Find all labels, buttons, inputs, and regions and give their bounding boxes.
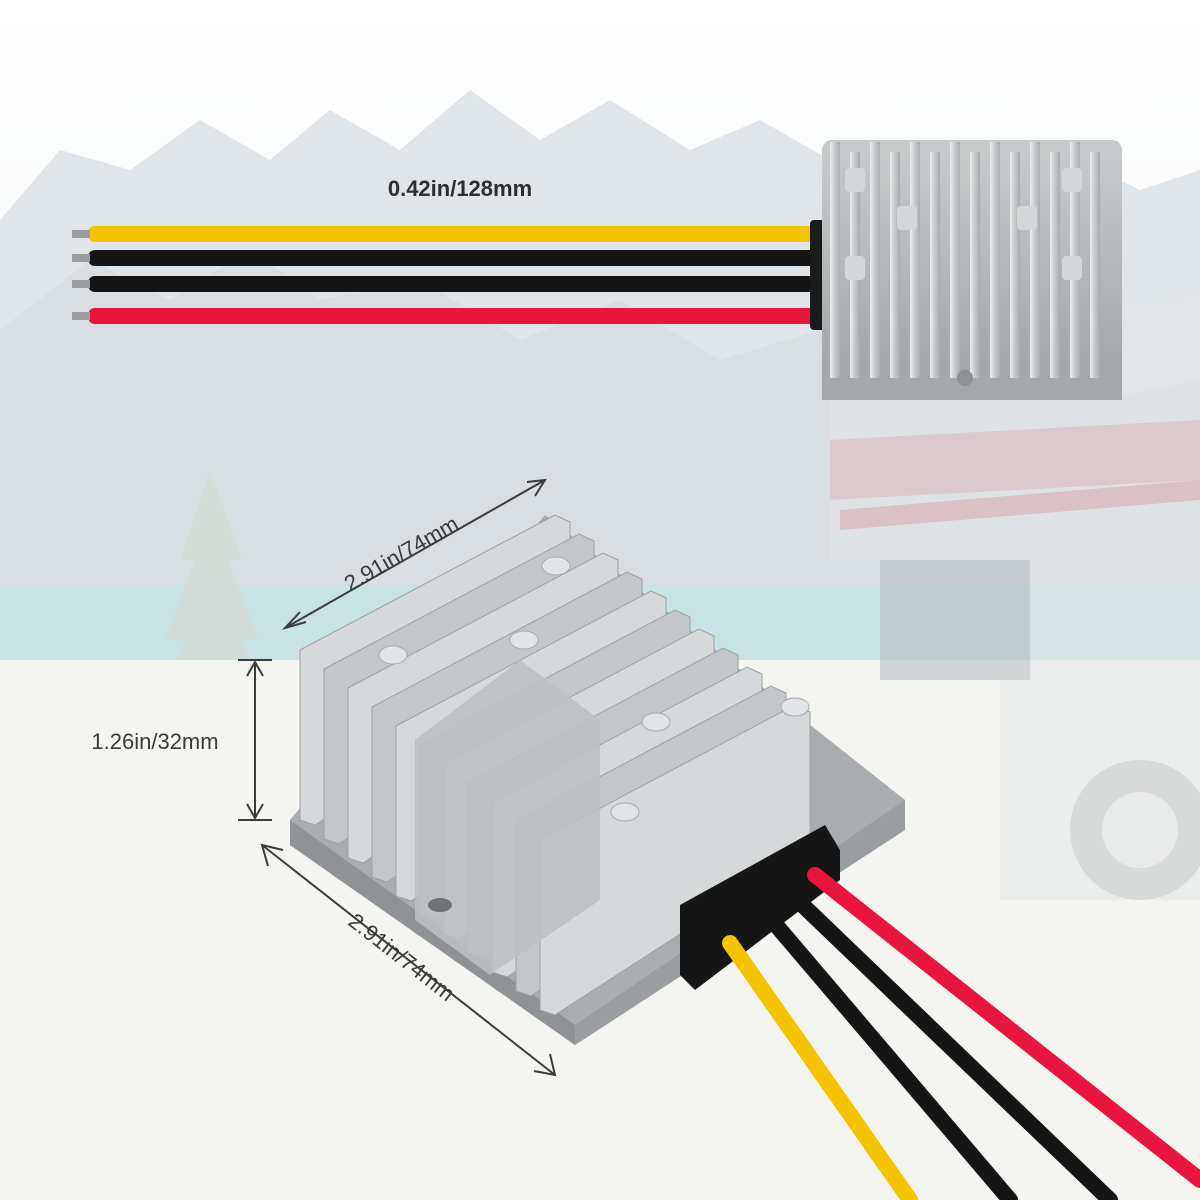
heatsink-fin: [970, 152, 980, 378]
wire-yellow: [88, 226, 818, 242]
screw-post: [780, 697, 810, 717]
wire-length-label: 0.42in/128mm: [388, 176, 532, 201]
dimension-annotations: [238, 478, 557, 1077]
heatsink-fin: [910, 142, 920, 378]
wire-yellow-iso: [722, 935, 918, 1200]
heatsink-fin: [870, 142, 880, 378]
pine-tree: [155, 470, 270, 700]
converter-housing-top: [822, 140, 1122, 400]
wire-bundle-top: [72, 226, 818, 324]
heatsink-fin: [830, 142, 840, 378]
wire-black: [88, 250, 818, 266]
top-view: [72, 140, 1122, 400]
heatsink-fin: [990, 142, 1000, 378]
screw-post: [1062, 168, 1082, 192]
heatsink-fin: [1010, 152, 1020, 378]
screw-post: [610, 802, 640, 822]
wire-bundle-iso: [722, 867, 1200, 1200]
screw-post: [1062, 256, 1082, 280]
screw-post: [1017, 206, 1037, 230]
screw-post: [641, 712, 671, 732]
heatsink-fin: [930, 152, 940, 378]
screw-post: [845, 256, 865, 280]
wire-black-2: [88, 276, 818, 292]
screw-post: [845, 168, 865, 192]
heatsink-fin: [890, 152, 900, 378]
heatsink-fin: [1090, 152, 1100, 378]
center-block: [415, 660, 600, 975]
heatsink-fin: [950, 142, 960, 378]
iso-view: [290, 514, 1200, 1200]
screw-post: [541, 556, 571, 576]
mount-hole: [428, 898, 452, 912]
screw-post: [509, 630, 539, 650]
length-arrow: [261, 844, 556, 1076]
wire-red-iso: [807, 867, 1200, 1188]
wire-tips: [72, 230, 90, 320]
wire-black-iso: [782, 885, 1118, 1200]
height-label: 1.26in/32mm: [91, 729, 218, 754]
heatsink-fin: [1030, 142, 1040, 378]
wire-red: [88, 308, 818, 324]
heatsink-fin: [1050, 152, 1060, 378]
width-arrow: [284, 479, 546, 629]
camper-truck: [830, 300, 1200, 900]
wire-black-iso-2: [757, 904, 1018, 1200]
screw-post: [378, 645, 408, 665]
screw-post: [897, 206, 917, 230]
